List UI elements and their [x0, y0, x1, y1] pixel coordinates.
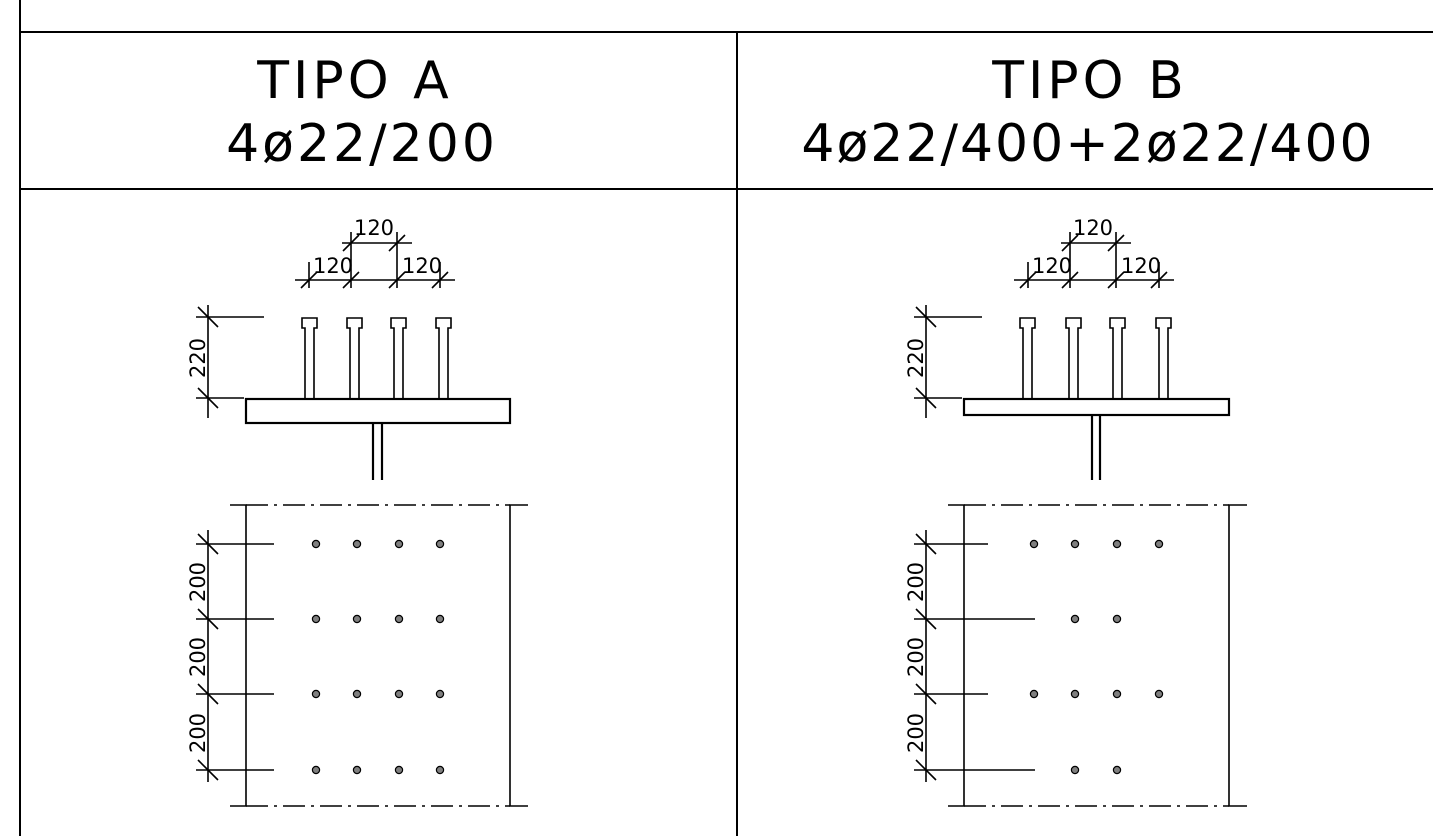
panel-b-spacing-label-middle: 120	[1073, 216, 1113, 240]
panel-b-stud-4	[1155, 317, 1172, 400]
panel-b-row-label-2: 200	[904, 637, 928, 677]
panel-a-plan-right-bracket	[509, 504, 528, 807]
panel-b-plan-left-bracket	[948, 504, 965, 807]
panel-b-bolt-r1-c3	[1112, 539, 1122, 549]
panel-b-drawing: 120 120 120 220	[904, 216, 1247, 807]
panel-a-bolt-spacing-dimension: 120 120 120	[295, 216, 455, 289]
panel-b-stud-1	[1019, 317, 1036, 400]
panel-b-bolt-grid	[1029, 539, 1164, 775]
panel-a-bolt-r4-c4	[435, 765, 445, 775]
panel-a-anchor-studs	[301, 317, 452, 400]
panel-a-bolt-r1-c2	[352, 539, 362, 549]
panel-a-bolt-r2-c1	[311, 614, 321, 624]
table-frame	[19, 0, 1433, 836]
panel-a-drawing: 120 120 120 220	[186, 216, 528, 807]
panel-b-bolt-r3-c3	[1112, 689, 1122, 699]
panel-b-plan-view: 200 200 200	[904, 504, 1247, 807]
panel-a-subtitle: 4ø22/200	[226, 114, 498, 174]
panel-b-subtitle: 4ø22/400+2ø22/400	[801, 114, 1374, 174]
panel-b-row-label-1: 200	[904, 562, 928, 602]
panel-a-bolt-r3-c3	[394, 689, 404, 699]
panel-b-bolt-r4-c2	[1070, 765, 1080, 775]
panel-a-plan-view: 200 200 200	[186, 504, 528, 807]
panel-a-stud-height-dimension: 220	[186, 305, 264, 418]
panel-a-base-plate	[244, 397, 512, 425]
panel-a-bolt-r4-c2	[352, 765, 362, 775]
panel-b-bolt-r1-c4	[1154, 539, 1164, 549]
panel-b-header: TIPO B 4ø22/400+2ø22/400	[801, 51, 1374, 174]
panel-b-bolt-r3-c4	[1154, 689, 1164, 699]
panel-b-plan-right-bracket	[1228, 504, 1247, 807]
panel-b-height-label: 220	[904, 338, 928, 378]
panel-a-stud-1	[301, 317, 318, 400]
panel-a-bolt-r1-c4	[435, 539, 445, 549]
panel-a-height-label: 220	[186, 338, 210, 378]
panel-a-column-stem	[371, 423, 384, 480]
panel-b-spacing-label-left: 120	[1032, 254, 1072, 278]
panel-a-spacing-label-middle: 120	[354, 216, 394, 240]
panel-b-spacing-label-right: 120	[1121, 254, 1161, 278]
panel-b-column-stem	[1090, 415, 1102, 480]
panel-a-header: TIPO A 4ø22/200	[226, 51, 498, 174]
panel-b-bolt-r3-c1	[1029, 689, 1039, 699]
panel-b-anchor-studs	[1019, 317, 1172, 400]
panel-b-bolt-r2-c3	[1112, 614, 1122, 624]
panel-a-bolt-r2-c2	[352, 614, 362, 624]
panel-a-row-label-3: 200	[186, 713, 210, 753]
panel-a-bolt-r3-c1	[311, 689, 321, 699]
panel-a-bolt-r2-c3	[394, 614, 404, 624]
panel-a-stud-2	[346, 317, 363, 400]
panel-a-title: TIPO A	[256, 51, 453, 111]
panel-a-bolt-r1-c3	[394, 539, 404, 549]
panel-b-stud-height-dimension: 220	[904, 305, 982, 418]
panel-b-bolt-spacing-dimension: 120 120 120	[1014, 216, 1174, 289]
panel-a-bolt-r3-c4	[435, 689, 445, 699]
panel-b-bolt-r1-c2	[1070, 539, 1080, 549]
panel-b-base-plate	[962, 397, 1231, 417]
panel-a-bolt-r3-c2	[352, 689, 362, 699]
panel-a-spacing-label-left: 120	[313, 254, 353, 278]
panel-a-spacing-label-right: 120	[402, 254, 442, 278]
panel-b-stud-3	[1109, 317, 1126, 400]
panel-b-bolt-r3-c2	[1070, 689, 1080, 699]
panel-b-row-label-3: 200	[904, 713, 928, 753]
panel-a-plan-left-bracket	[230, 504, 247, 807]
panel-b-bolt-r1-c1	[1029, 539, 1039, 549]
panel-b-bolt-r2-c2	[1070, 614, 1080, 624]
panel-a-stud-4	[435, 317, 452, 400]
panel-a-bolt-r2-c4	[435, 614, 445, 624]
panel-a-stud-3	[390, 317, 407, 400]
panel-b-stud-2	[1065, 317, 1082, 400]
panel-a-row-label-2: 200	[186, 637, 210, 677]
panel-a-bolt-r4-c3	[394, 765, 404, 775]
panel-a-bolt-r1-c1	[311, 539, 321, 549]
panel-b-title: TIPO B	[991, 51, 1188, 111]
panel-b-bolt-r4-c3	[1112, 765, 1122, 775]
panel-a-bolt-r4-c1	[311, 765, 321, 775]
panel-a-bolt-grid	[311, 539, 445, 775]
panel-a-row-label-1: 200	[186, 562, 210, 602]
